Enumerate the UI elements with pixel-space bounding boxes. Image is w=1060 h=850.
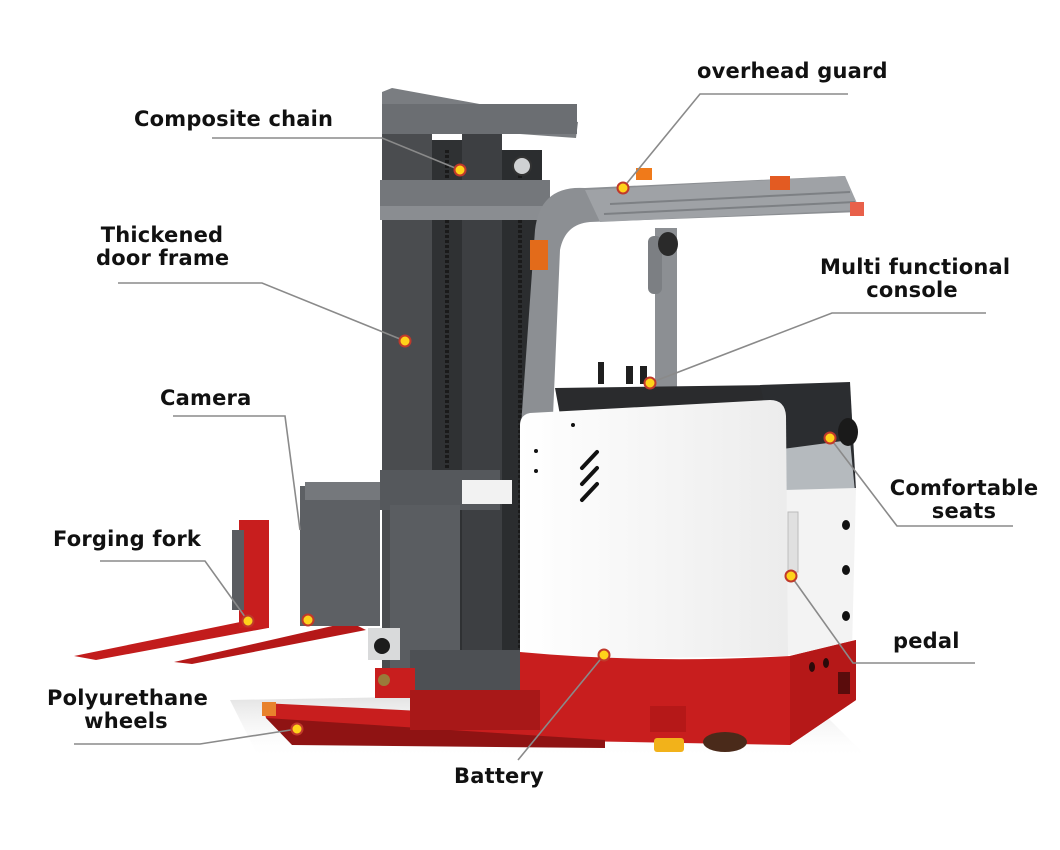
label-pedal: pedal xyxy=(893,629,960,653)
forging-fork-secondary-marker-icon xyxy=(301,613,315,627)
polyurethane-wheels-marker-icon xyxy=(290,722,304,736)
label-forging-fork: Forging fork xyxy=(53,527,202,551)
forging-fork-leader-line xyxy=(100,560,249,622)
label-overhead-guard: overhead guard xyxy=(697,59,888,83)
forging-fork-marker-icon xyxy=(241,614,255,628)
label-thickened-door-frame: Thickened door frame xyxy=(96,223,230,270)
overhead-guard-marker-icon xyxy=(616,181,630,195)
pedal-marker-icon xyxy=(784,569,798,583)
camera-leader-line xyxy=(173,415,301,531)
battery-marker-icon xyxy=(597,648,611,662)
truck-body xyxy=(520,362,858,660)
polyurethane-wheels-leader-line xyxy=(74,728,298,745)
comfortable-seats-marker-icon xyxy=(823,431,837,445)
label-composite-chain: Composite chain xyxy=(134,107,334,131)
label-camera: Camera xyxy=(160,386,252,410)
pedal-leader-line xyxy=(790,575,975,664)
thickened-door-frame-marker-icon xyxy=(398,334,412,348)
overhead-guard-frame xyxy=(520,168,864,440)
mast xyxy=(368,88,578,696)
multi-functional-console-marker-icon xyxy=(643,376,657,390)
overhead-guard-leader-line xyxy=(622,93,848,189)
label-battery: Battery xyxy=(454,764,544,788)
forks xyxy=(74,482,381,664)
label-comfortable-seats: Comfortable seats xyxy=(889,476,1039,523)
comfortable-seats-leader-line xyxy=(829,437,1013,527)
composite-chain-leader-line xyxy=(212,137,461,171)
composite-chain-marker-icon xyxy=(453,163,467,177)
chassis xyxy=(262,640,856,752)
label-polyurethane-wheels: Polyurethane wheels xyxy=(47,686,209,733)
thickened-door-frame-leader-line xyxy=(118,282,406,342)
battery-leader-line xyxy=(517,654,605,761)
multi-functional-console-leader-line xyxy=(649,312,986,384)
label-multi-functional-console: Multi functional console xyxy=(820,255,1011,302)
